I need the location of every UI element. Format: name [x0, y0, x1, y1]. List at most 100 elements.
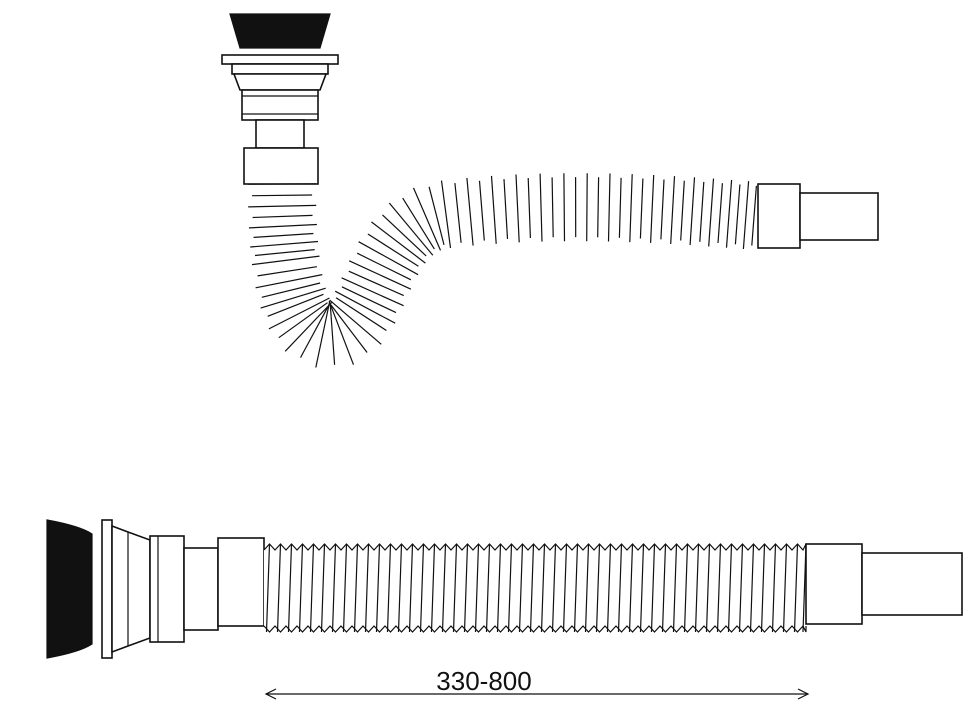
hose-rib	[661, 543, 667, 633]
hose-rib	[782, 543, 788, 633]
hose-rib	[402, 197, 435, 250]
hose-rib	[650, 174, 655, 243]
hose-rib	[708, 178, 715, 247]
hose-rib	[358, 241, 419, 276]
hose-rib	[334, 290, 396, 324]
hose-rib	[329, 304, 336, 365]
hose-rib	[428, 186, 445, 246]
hose-rib	[527, 177, 531, 239]
hose-rib	[419, 543, 425, 633]
hose-rib	[320, 543, 326, 633]
hose-rib	[539, 173, 543, 242]
hose-rib	[551, 543, 557, 633]
hose-rib	[430, 543, 436, 633]
hose-rib	[490, 175, 497, 244]
hose-rib	[680, 180, 685, 241]
hose-rib	[474, 543, 480, 633]
hose-rib	[734, 184, 741, 245]
hose-rib	[348, 260, 412, 290]
hose-rib	[260, 287, 326, 309]
hose-rib	[440, 180, 452, 249]
hose-rib	[496, 543, 502, 633]
hose-rib	[255, 274, 323, 289]
hose-rib	[670, 176, 676, 245]
dimension-arrow-left	[264, 688, 277, 700]
length-dimension: 330-800	[264, 666, 810, 700]
hose-rib	[793, 543, 799, 633]
hose-rib	[597, 177, 600, 238]
hose-rib	[749, 543, 755, 633]
hose-rib	[257, 266, 317, 277]
hose-rib	[299, 304, 330, 358]
side-corrugated-hose	[263, 543, 807, 633]
hose-rib	[251, 255, 320, 266]
side-outlet-pipe	[861, 552, 963, 616]
top-hose-coupling	[243, 147, 319, 185]
hose-rib	[335, 297, 387, 332]
dimension-label: 330-800	[436, 666, 531, 696]
hose-rib	[760, 543, 766, 633]
hose-rib	[328, 300, 355, 365]
hose-rib	[278, 302, 328, 339]
hose-rib	[694, 543, 700, 633]
hose-rib	[341, 277, 404, 307]
side-upper-nut	[149, 535, 185, 643]
hose-rib	[485, 543, 491, 633]
hose-rib	[329, 299, 382, 345]
top-tapered-collar	[232, 73, 328, 91]
hose-rib	[348, 270, 404, 297]
hose-rib	[689, 177, 696, 246]
hose-rib	[629, 174, 633, 243]
hose-rib	[375, 543, 381, 633]
top-corrugated-hose	[247, 173, 757, 368]
hose-rib	[408, 543, 414, 633]
hose-rib	[716, 543, 722, 633]
hose-rib	[738, 543, 744, 633]
hose-rib	[540, 543, 546, 633]
straight-siphon-view	[46, 519, 963, 659]
hose-rib	[356, 252, 412, 281]
hose-rib	[248, 223, 317, 229]
hose-rib	[618, 177, 622, 238]
hose-rib	[253, 232, 314, 238]
hose-rib	[386, 543, 392, 633]
hose-rib	[331, 543, 337, 633]
hose-rib	[617, 543, 623, 633]
hose-rib	[353, 543, 359, 633]
hose-rib	[371, 221, 426, 264]
hose-rib	[315, 300, 331, 368]
top-gasket	[229, 13, 331, 49]
hose-rib	[584, 543, 590, 633]
hose-rib	[683, 543, 689, 633]
hose-rib	[252, 214, 313, 219]
hose-rib	[364, 543, 370, 633]
hose-rib	[276, 543, 282, 633]
hose-rib	[342, 543, 348, 633]
hose-rib	[265, 543, 271, 633]
hose-rib	[268, 297, 330, 330]
hose-rib	[478, 180, 485, 241]
hose-rib	[672, 543, 678, 633]
top-end-coupling	[757, 183, 801, 249]
hose-rib	[727, 543, 733, 633]
hose-rib	[562, 543, 568, 633]
hose-rib	[267, 293, 324, 317]
hose-rib	[341, 286, 397, 314]
hose-rib	[717, 183, 723, 244]
top-outlet-pipe	[799, 192, 879, 241]
dimension-arrow-right	[797, 688, 810, 700]
hose-rib	[705, 543, 711, 633]
hose-rib	[252, 194, 313, 197]
hose-rib	[595, 543, 601, 633]
hose-rib	[628, 543, 634, 633]
hose-rib	[309, 543, 315, 633]
hose-rib	[725, 179, 733, 248]
top-flange-lower	[231, 63, 329, 75]
hose-rib	[529, 543, 535, 633]
hose-rib	[261, 282, 321, 298]
hose-rib	[287, 543, 293, 633]
hose-rib	[330, 304, 368, 353]
hose-rib	[454, 183, 462, 243]
hose-rib	[367, 233, 419, 267]
